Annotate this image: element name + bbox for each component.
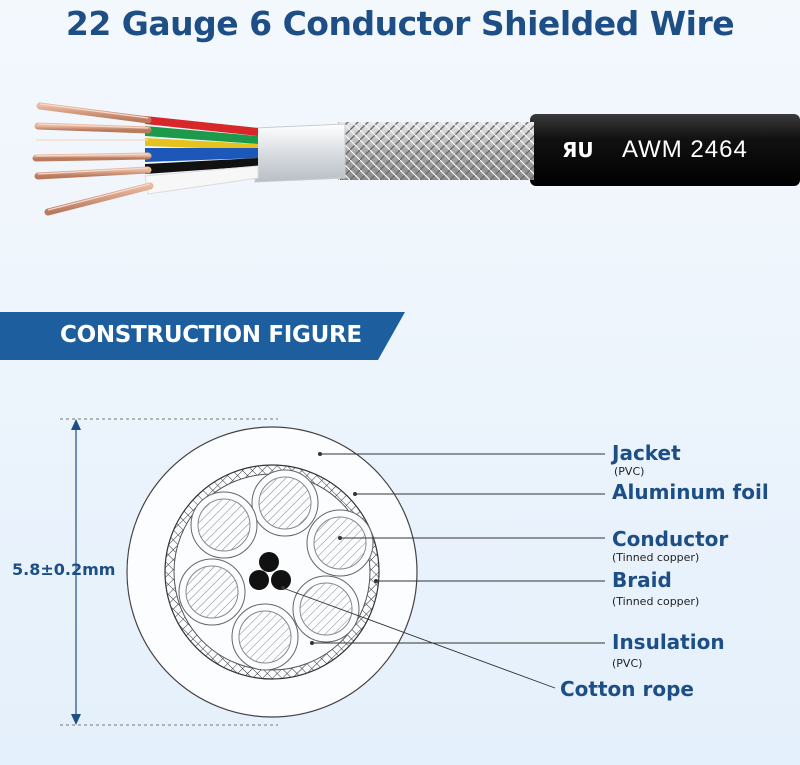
label-conductor: Conductor (612, 527, 729, 551)
copper-strands (32, 102, 154, 216)
label-insulation-material: (PVC) (612, 657, 643, 670)
cable-jacket (530, 114, 800, 186)
label-braid-material: (Tinned copper) (612, 595, 700, 608)
ul-logo-icon: ЯU (562, 138, 594, 162)
construction-banner (0, 312, 405, 360)
label-jacket-material: (PVC) (614, 465, 645, 478)
cross-section-diagram (60, 418, 605, 726)
label-conductor-material: (Tinned copper) (612, 551, 700, 564)
conductors (178, 469, 374, 671)
cotton-rope (249, 552, 291, 590)
label-aluminum-foil: Aluminum foil (612, 480, 769, 504)
label-cotton-rope: Cotton rope (560, 677, 694, 701)
diameter-label: 5.8±0.2mm (12, 560, 116, 579)
cable-illustration (32, 102, 800, 216)
label-insulation: Insulation (612, 630, 725, 654)
label-braid: Braid (612, 568, 672, 592)
insulated-wires (144, 116, 259, 195)
label-jacket: Jacket (612, 441, 681, 465)
cable-foil (254, 123, 346, 183)
page-title: 22 Gauge 6 Conductor Shielded Wire (65, 4, 735, 43)
banner-title: CONSTRUCTION FIGURE (60, 322, 362, 348)
cable-marking: AWM 2464 (622, 136, 748, 163)
